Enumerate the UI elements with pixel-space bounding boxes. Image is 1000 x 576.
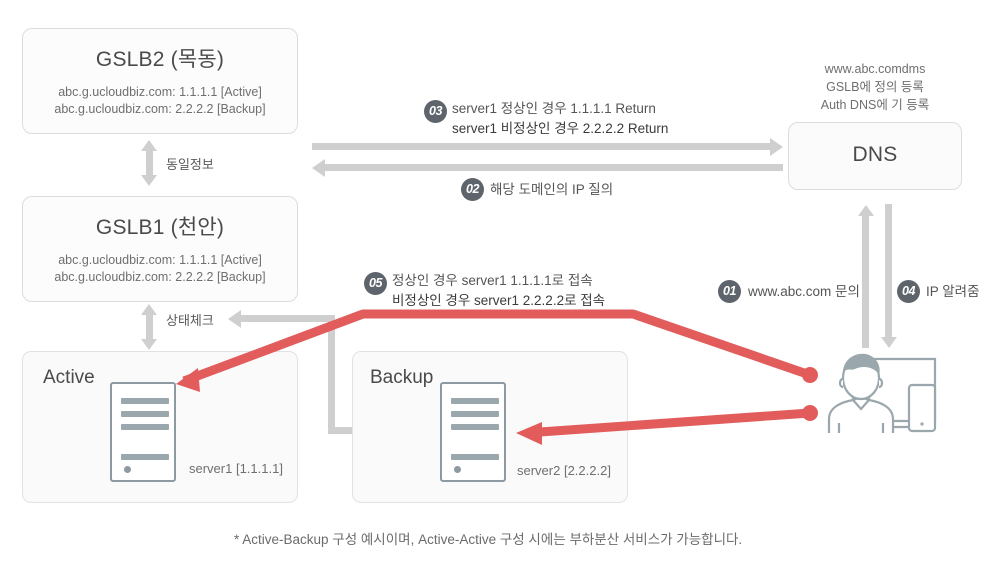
client-icon: [827, 353, 937, 433]
backup-panel-label: Backup: [370, 367, 434, 388]
step-03-line1: server1 정상인 경우 1.1.1.1 Return: [452, 101, 656, 116]
step-03-line2: server1 비정상인 경우 2.2.2.2 Return: [452, 121, 669, 136]
healthcheck-arrow-up-head: [141, 304, 157, 315]
gslb2-card: GSLB2 (목동) abc.g.ucloudbiz.com: 1.1.1.1 …: [22, 28, 298, 134]
healthcheck-label: 상태체크: [166, 313, 214, 328]
sync-arrow-up-head: [141, 140, 157, 151]
dns-card: DNS: [788, 122, 962, 190]
footnote: * Active-Backup 구성 예시이며, Active-Active 구…: [234, 532, 743, 547]
step-02-line1: 해당 도메인의 IP 질의: [490, 182, 614, 197]
client-to-dns-arrowhead: [857, 205, 874, 216]
dns-note-line2: GSLB에 정의 등록: [826, 80, 924, 94]
gslb1-record-active: abc.g.ucloudbiz.com: 1.1.1.1 [Active]: [58, 253, 262, 267]
healthcheck-arrow-shaft: [145, 314, 153, 340]
step-01-text: www.abc.com 문의: [748, 282, 860, 302]
step-05-text: 정상인 경우 server1 1.1.1.1로 접속 비정상인 경우 serve…: [392, 271, 605, 311]
gslb1-title: GSLB1 (천안): [95, 216, 225, 239]
dns-to-client-shaft: [885, 204, 892, 337]
step-05-line2: 비정상인 경우 server1 2.2.2.2로 접속: [392, 293, 606, 308]
step-01-badge: 01: [718, 280, 741, 303]
step-03-badge: 03: [424, 100, 447, 123]
gslb2-record-active: abc.g.ucloudbiz.com: 1.1.1.1 [Active]: [58, 85, 262, 99]
step-01-line1: www.abc.com 문의: [748, 284, 860, 299]
step-05-badge: 05: [364, 272, 387, 295]
gslb-to-dns-arrowhead: [770, 137, 783, 156]
step-02-badge: 02: [461, 178, 484, 201]
dns-note-line3: Auth DNS에 기 등록: [820, 98, 930, 112]
gslb-to-dns-shaft: [312, 143, 772, 150]
healthcheck-elbow-top: [241, 315, 335, 322]
gslb2-record-backup: abc.g.ucloudbiz.com: 2.2.2.2 [Backup]: [54, 102, 266, 116]
sync-arrow-down-head: [141, 175, 157, 186]
gslb2-title: GSLB2 (목동): [95, 48, 225, 71]
backup-server-label: server2 [2.2.2.2]: [517, 463, 611, 478]
step-04-badge: 04: [897, 280, 920, 303]
active-panel-label: Active: [43, 367, 95, 388]
gslb1-card: GSLB1 (천안) abc.g.ucloudbiz.com: 1.1.1.1 …: [22, 196, 298, 302]
sync-arrow-shaft: [145, 150, 153, 176]
step-02-text: 해당 도메인의 IP 질의: [490, 180, 613, 200]
step-04-line1: IP 알려줌: [926, 284, 980, 299]
dns-to-gslb-shaft: [325, 164, 783, 171]
dns-to-gslb-arrowhead: [312, 158, 325, 177]
step-05-line1: 정상인 경우 server1 1.1.1.1로 접속: [392, 273, 593, 288]
healthcheck-arrow-down-head: [141, 339, 157, 350]
gslb1-record-backup: abc.g.ucloudbiz.com: 2.2.2.2 [Backup]: [54, 270, 266, 284]
dns-title: DNS: [852, 143, 898, 166]
active-server-label: server1 [1.1.1.1]: [189, 461, 283, 476]
step-04-text: IP 알려줌: [926, 282, 980, 302]
client-to-dns-shaft: [862, 216, 869, 348]
person-hair: [843, 353, 880, 375]
step-03-text: server1 정상인 경우 1.1.1.1 Return server1 비정…: [452, 99, 668, 139]
dns-note-line1: www.abc.comdms: [824, 62, 926, 76]
dns-to-client-arrowhead: [880, 337, 897, 348]
backup-server-icon: [440, 382, 506, 482]
phone-icon: [907, 383, 937, 433]
dns-note: www.abc.comdms GSLB에 정의 등록 Auth DNS에 기 등…: [788, 60, 962, 114]
active-server-icon: [110, 382, 176, 482]
healthcheck-elbow-vertical: [328, 315, 335, 427]
healthcheck-inbound-arrowhead: [228, 309, 241, 328]
sync-label: 동일정보: [166, 157, 214, 172]
